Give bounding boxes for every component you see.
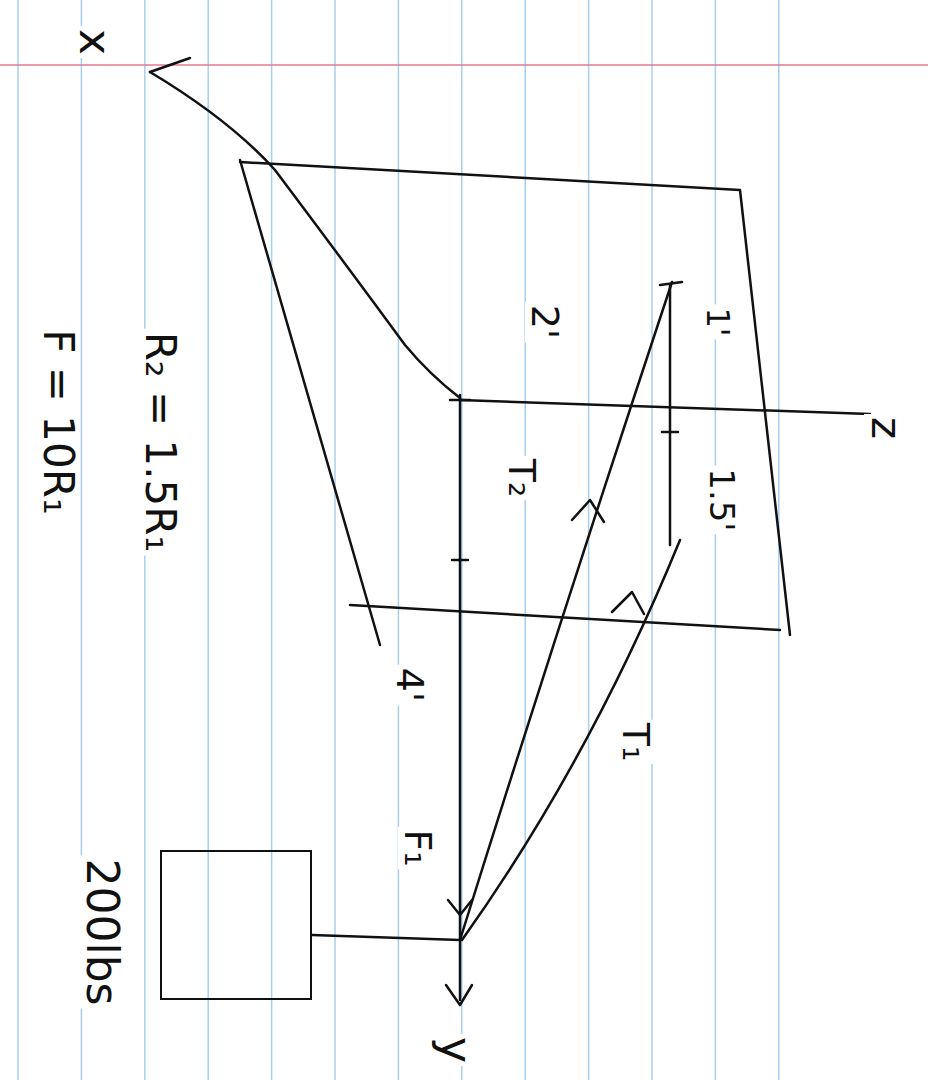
sketch-label: 1.5' <box>704 465 740 534</box>
notebook-rules <box>18 0 779 1080</box>
sketch-label: T₁ <box>616 720 656 764</box>
sketch-label: z <box>864 414 908 442</box>
x-axis <box>150 72 460 398</box>
tick <box>450 399 470 402</box>
plate-edge <box>240 162 790 635</box>
sketch-label: 1' <box>701 304 735 339</box>
rule-line <box>715 0 717 1080</box>
rule-line <box>398 0 400 1080</box>
rule-line <box>461 0 463 1080</box>
plate-edge <box>240 160 380 645</box>
sketch-label: x <box>72 26 118 58</box>
sketch-label: 2' <box>525 302 565 343</box>
sketch-label: y <box>433 1034 479 1066</box>
tick <box>662 431 678 434</box>
arrow-mark <box>572 500 604 522</box>
cable-t2 <box>460 282 672 940</box>
arrow-mark <box>448 900 472 915</box>
sketch-label: 4' <box>390 665 430 706</box>
dimension-line <box>669 285 672 545</box>
sketch-label: R₂ = 1.5R₁ <box>138 329 182 556</box>
rule-line <box>271 0 273 1080</box>
tick <box>452 559 468 562</box>
z-axis <box>460 400 870 414</box>
rule-line <box>207 0 209 1080</box>
hanger-line <box>312 935 460 940</box>
rule-line <box>334 0 336 1080</box>
arrow-mark <box>612 592 644 614</box>
tick <box>660 282 682 285</box>
weight-label: 200lbs <box>79 855 125 1008</box>
sketch-label: F₁ <box>398 826 438 869</box>
axis-hook <box>150 58 190 72</box>
sketch-label: F = 10R₁ <box>36 326 80 518</box>
rule-line <box>17 0 19 1080</box>
sketch-label: T₂ <box>502 456 542 500</box>
cable-t1 <box>462 540 680 940</box>
weight-box: 200lbs <box>160 850 312 1000</box>
rule-line <box>651 0 653 1080</box>
margin-line <box>0 64 928 66</box>
free-body-sketch <box>150 58 870 1005</box>
y-axis <box>459 395 462 1000</box>
arrow-head <box>446 985 472 1005</box>
rule-line <box>524 0 526 1080</box>
